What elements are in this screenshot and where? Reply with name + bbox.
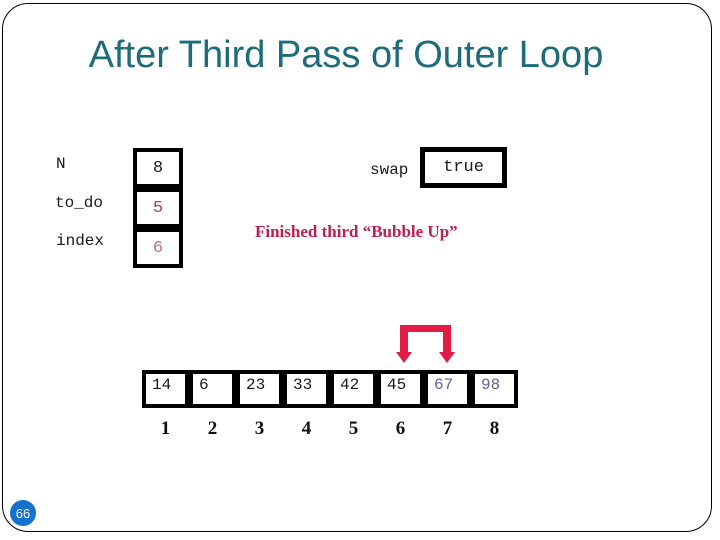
bracket-right-stem [443,325,451,353]
array-index-label: 2 [207,418,218,439]
page-number-badge: 66 [10,500,36,526]
variable-label-to-do: to_do [55,194,104,212]
array-cell: 33 [283,370,330,408]
array-cell: 42 [330,370,377,408]
array-row: 14 6 23 33 42 45 67 98 [142,370,518,408]
array-index-label: 7 [442,418,453,439]
array-index-label: 5 [348,418,359,439]
array-index-label: 3 [254,418,265,439]
bracket-left-stem [400,325,408,353]
variable-label-index: index [56,232,105,250]
variable-value-n: 8 [152,158,164,178]
annotation-text: Finished third “Bubble Up” [255,222,458,241]
bracket-horizontal-bar [400,325,451,332]
variable-value-box-to-do: 5 [133,188,183,228]
array-index-label: 6 [395,418,406,439]
array-index-row: 1 2 3 4 5 6 7 8 [142,418,518,440]
variable-value-box-n: 8 [133,148,183,188]
array-cell: 23 [236,370,283,408]
array-cell: 98 [471,370,518,408]
down-arrow-icon [439,352,455,363]
array-cell: 45 [377,370,424,408]
page-number: 66 [15,505,31,521]
slide-border [2,3,712,532]
swap-value-box: true [420,147,507,188]
variable-value-box-index: 6 [133,228,183,268]
array-index-label: 1 [160,418,171,439]
swap-value: true [443,158,484,177]
array-cell: 14 [142,370,189,408]
array-index-label: 8 [489,418,500,439]
array-cell: 67 [424,370,471,408]
array-index-label: 4 [301,418,312,439]
array-cell: 6 [189,370,236,408]
down-arrow-icon [396,352,412,363]
variable-value-to-do: 5 [152,198,164,218]
variable-value-index: 6 [152,238,164,258]
swap-label: swap [370,161,409,179]
slide-title: After Third Pass of Outer Loop [88,34,604,76]
variable-label-n: N [56,155,66,173]
